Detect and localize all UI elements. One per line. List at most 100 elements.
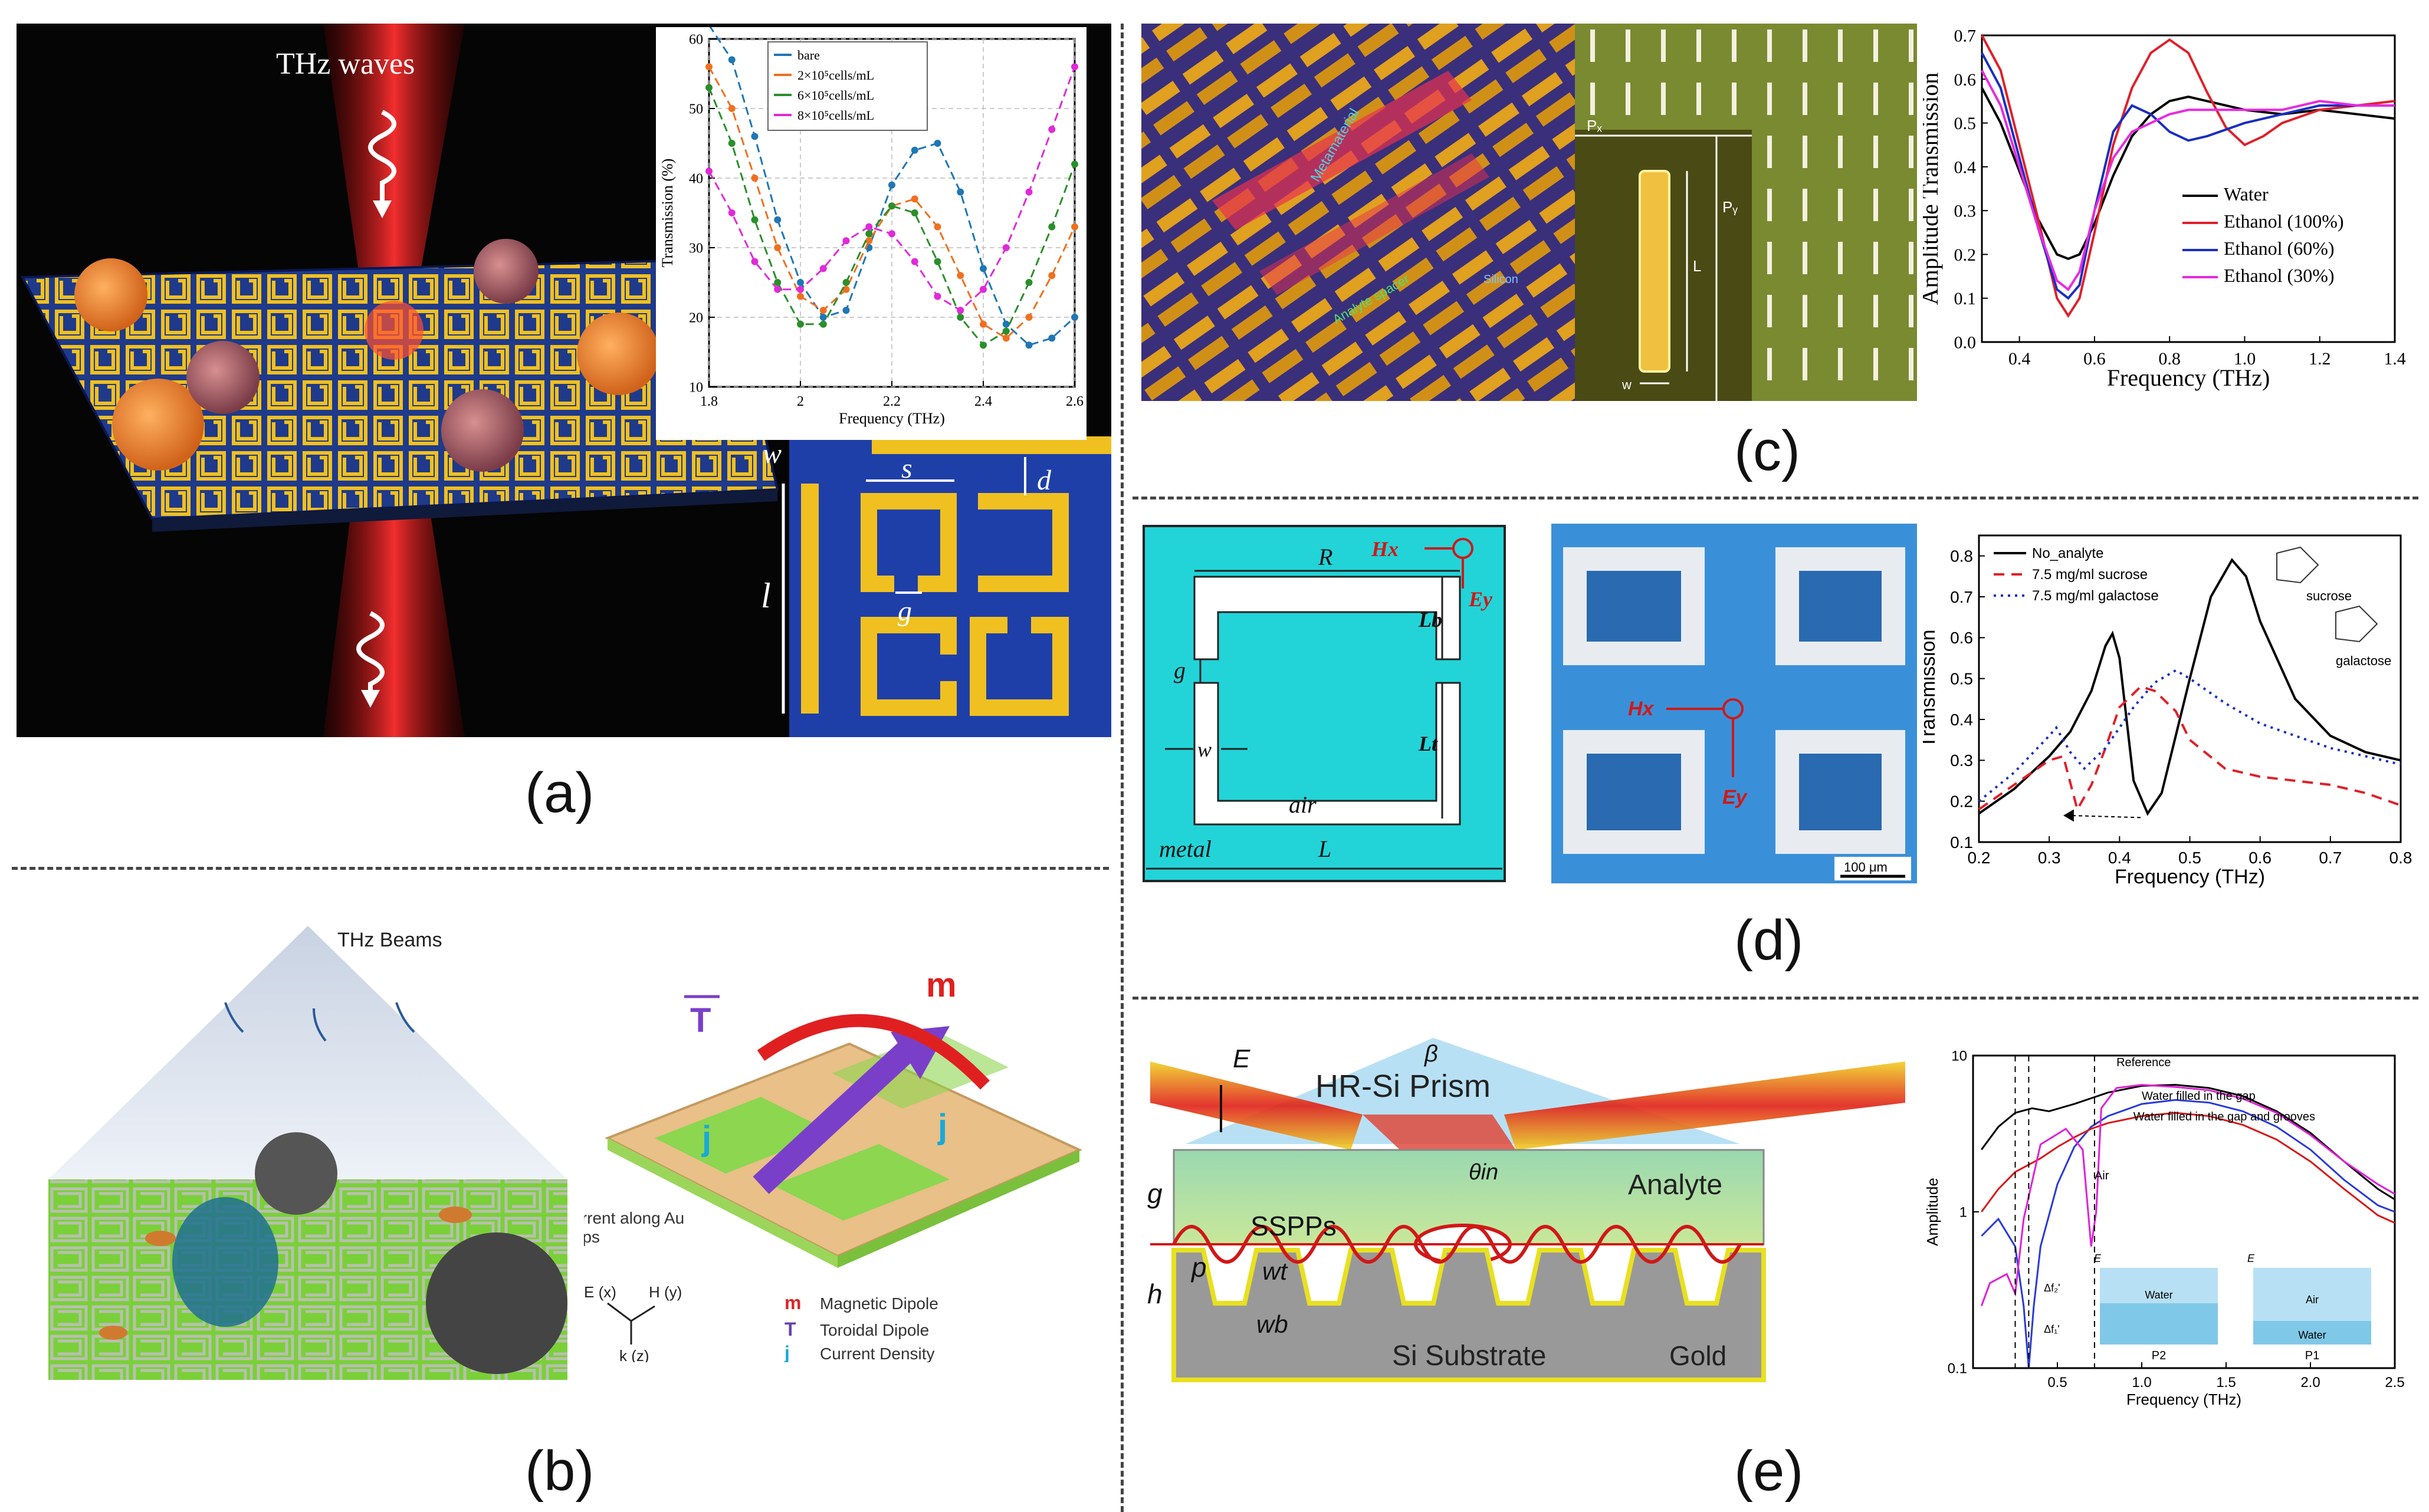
virus-particle bbox=[186, 341, 260, 414]
y-tick-label: 0.4 bbox=[1950, 711, 1973, 729]
label-df2: Δf₂' bbox=[2044, 1282, 2060, 1294]
x-tick-label: 1.8 bbox=[700, 394, 718, 409]
svg-text:E (x): E (x) bbox=[584, 1283, 616, 1301]
svg-text:j: j bbox=[701, 1119, 711, 1158]
shift-arrow bbox=[2070, 814, 2141, 819]
x-tick-label: 1.0 bbox=[2132, 1375, 2151, 1391]
series-point-0 bbox=[819, 314, 827, 321]
series-point-1 bbox=[1071, 223, 1078, 231]
divider-right-lower bbox=[1133, 997, 2418, 1000]
y-tick-label: 0.1 bbox=[1950, 833, 1973, 852]
caption-b: (b) bbox=[525, 1439, 595, 1503]
legend-label-0: bare bbox=[797, 48, 820, 63]
y-tick-label: 0.8 bbox=[1950, 547, 1973, 565]
series-point-3 bbox=[1048, 126, 1056, 133]
y-tick-label: 0.6 bbox=[1950, 629, 1973, 647]
y-tick-label: 60 bbox=[689, 32, 703, 47]
plot-frame bbox=[1981, 34, 2396, 343]
series-line-0 bbox=[1978, 558, 2401, 816]
y-tick-label: 0.7 bbox=[1950, 588, 1973, 606]
caption-e: (e) bbox=[1734, 1439, 1804, 1503]
series-line-1 bbox=[708, 66, 1076, 340]
x-tick-label: 1.2 bbox=[2309, 349, 2331, 369]
caption-c: (c) bbox=[1734, 419, 1800, 482]
series-point-0 bbox=[751, 133, 759, 140]
x-axis-label: Frequency (THz) bbox=[2107, 364, 2270, 391]
svg-text:R: R bbox=[1318, 544, 1332, 570]
legend-label-2: Ethanol (60%) bbox=[2224, 238, 2335, 259]
cell-particle bbox=[74, 258, 147, 331]
y-tick-label: 0.1 bbox=[1954, 289, 1977, 308]
legend-label-2: 6×10⁵cells/mL bbox=[797, 88, 874, 103]
series-point-1 bbox=[911, 195, 918, 203]
svg-text:l: l bbox=[761, 576, 771, 615]
svg-text:E: E bbox=[1233, 1044, 1250, 1073]
legend-label-0: Water bbox=[2224, 183, 2269, 205]
series-point-2 bbox=[865, 230, 873, 238]
x-tick-label: 0.4 bbox=[2108, 849, 2131, 867]
svg-text:Magnetic Dipole: Magnetic Dipole bbox=[820, 1294, 938, 1313]
series-line-2 bbox=[1981, 1112, 2395, 1224]
series-point-3 bbox=[1025, 188, 1033, 196]
series-line-1 bbox=[1981, 1099, 2395, 1369]
thz-waves-label: THz waves bbox=[276, 47, 415, 81]
magnetic-loop bbox=[757, 1014, 990, 1090]
svg-text:Lb: Lb bbox=[1418, 608, 1442, 632]
series-point-1 bbox=[865, 237, 873, 245]
divider-right-upper bbox=[1133, 497, 2418, 499]
label-air: Air bbox=[2095, 1169, 2109, 1182]
x-tick-label: 1.5 bbox=[2216, 1375, 2236, 1391]
inset-p1-label: P1 bbox=[2305, 1349, 2319, 1362]
inset-p2-water bbox=[2100, 1303, 2218, 1345]
wave-arrow-top bbox=[368, 110, 396, 206]
svg-text:d: d bbox=[1037, 465, 1052, 496]
resonator-bar bbox=[1639, 170, 1670, 373]
svg-text:T: T bbox=[690, 1001, 711, 1040]
y-axis-label: Transmission (%) bbox=[659, 159, 676, 268]
svg-text:Toroidal Dipole: Toroidal Dipole bbox=[820, 1321, 929, 1339]
svg-text:j: j bbox=[784, 1342, 790, 1362]
legend-label-1: 7.5 mg/ml sucrose bbox=[2032, 567, 2148, 583]
virus-grey-large bbox=[426, 1232, 567, 1374]
inset-p2-water-label: Water bbox=[2145, 1289, 2172, 1301]
series-point-2 bbox=[980, 341, 987, 349]
series-point-2 bbox=[911, 209, 918, 216]
svg-text:g: g bbox=[1147, 1178, 1163, 1209]
series-point-3 bbox=[728, 209, 736, 216]
y-axis-label: Amplitude Transmission bbox=[1923, 73, 1943, 305]
svg-text:w: w bbox=[1621, 377, 1632, 392]
series-point-3 bbox=[957, 307, 964, 314]
cell-blue bbox=[172, 1197, 278, 1327]
series-point-1 bbox=[797, 292, 804, 300]
y-tick-label: 10 bbox=[1951, 1048, 1967, 1064]
series-point-3 bbox=[842, 237, 850, 245]
y-tick-label: 0.2 bbox=[1954, 245, 1977, 265]
svg-text:θin: θin bbox=[1469, 1160, 1498, 1185]
legend-label-2: 7.5 mg/ml galactose bbox=[2032, 588, 2159, 604]
x-tick-label: 2 bbox=[797, 394, 804, 409]
series-point-3 bbox=[774, 285, 782, 293]
series-point-2 bbox=[842, 279, 850, 286]
svg-text:L: L bbox=[1693, 257, 1701, 275]
series-point-0 bbox=[774, 216, 782, 223]
y-axis-label: Transmission bbox=[1923, 630, 1939, 748]
divider-left-middle bbox=[12, 867, 1109, 870]
srr-unit-cell: l s d g w bbox=[761, 436, 1111, 737]
label-water-gap: Water filled in the gap bbox=[2142, 1090, 2256, 1103]
thz-beams-label: THz Beams bbox=[337, 929, 442, 951]
svg-text:wb: wb bbox=[1256, 1310, 1288, 1338]
svg-text:L: L bbox=[1318, 836, 1331, 862]
series-point-3 bbox=[934, 292, 941, 300]
svg-text:w: w bbox=[1197, 738, 1212, 761]
virus-particle bbox=[474, 239, 539, 304]
panel-e-schematic: E β HR-Si Prism θin g SSPPs Analyte p wt… bbox=[1138, 1026, 1952, 1403]
galactose-structure bbox=[2335, 605, 2378, 643]
legend-label-3: Ethanol (30%) bbox=[2224, 265, 2335, 286]
x-tick-label: 0.5 bbox=[2178, 849, 2201, 867]
series-point-1 bbox=[1002, 334, 1010, 342]
dipole-legend: m Magnetic Dipole T Toroidal Dipole j Cu… bbox=[784, 1292, 938, 1362]
x-tick-label: 0.8 bbox=[2158, 349, 2181, 369]
